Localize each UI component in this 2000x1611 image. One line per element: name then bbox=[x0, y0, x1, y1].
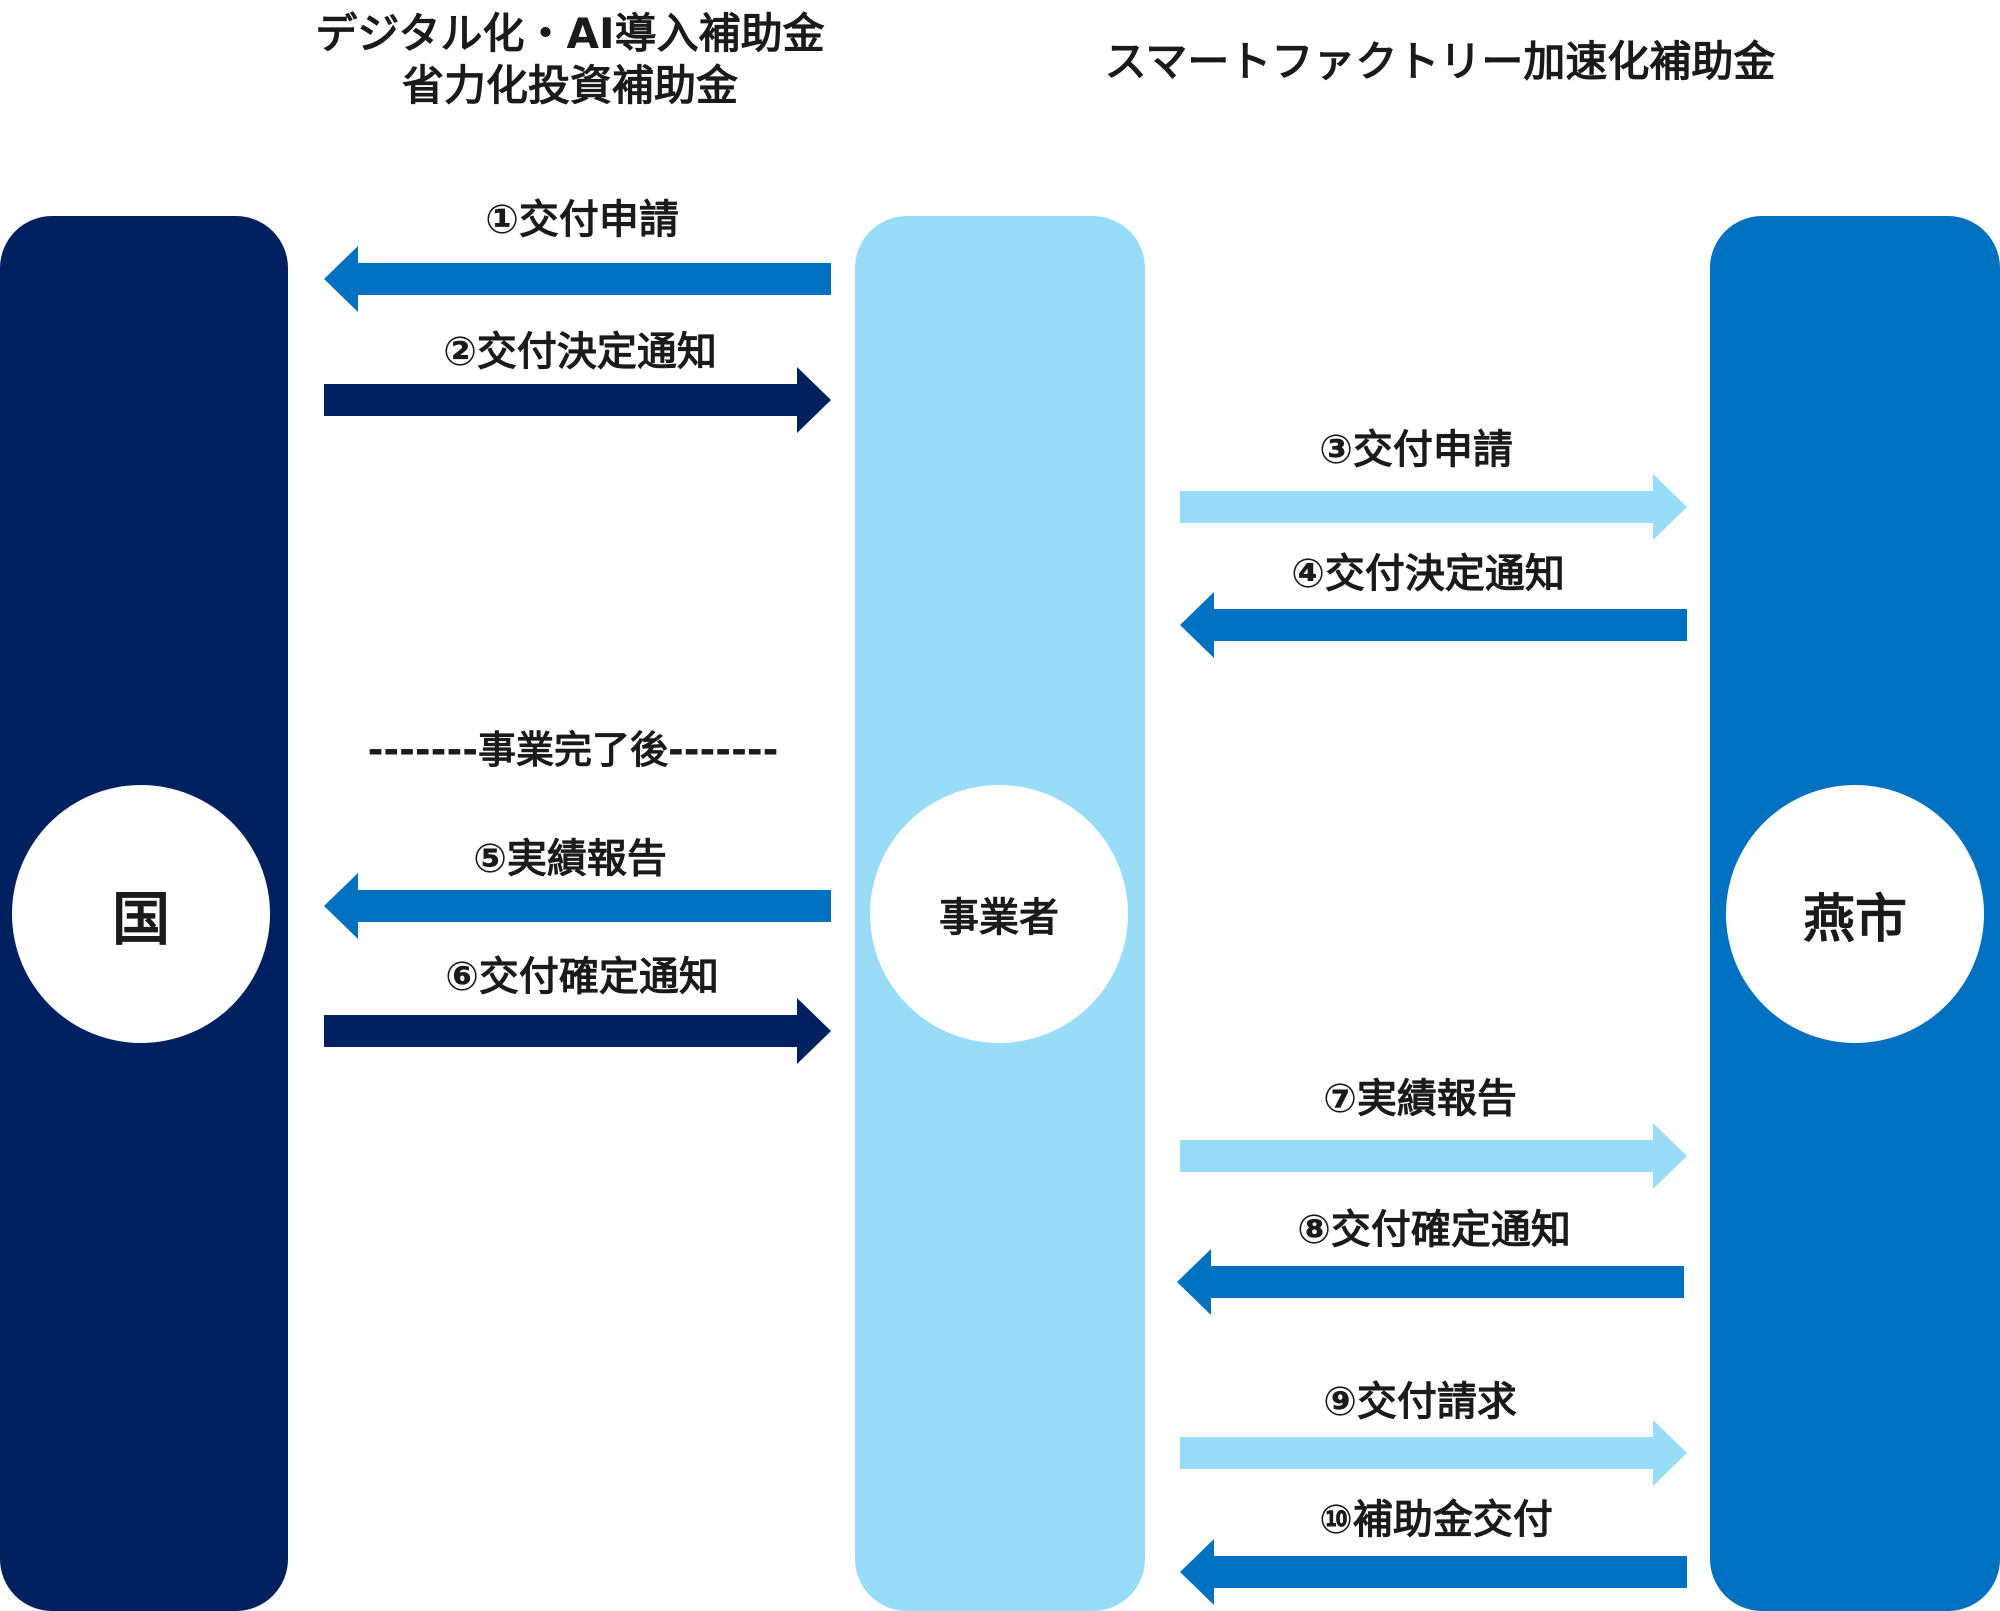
step-4-arrow bbox=[1180, 592, 1687, 658]
arrow-shape bbox=[1180, 1420, 1687, 1486]
step-5-arrow bbox=[324, 873, 831, 939]
left-heading: デジタル化・AI導入補助金 省力化投資補助金 bbox=[300, 8, 840, 112]
business-label: 事業者 bbox=[939, 895, 1059, 941]
step-7-arrow bbox=[1180, 1123, 1687, 1189]
arrow-shape bbox=[324, 367, 831, 433]
country-label: 国 bbox=[111, 885, 170, 953]
arrow-shape bbox=[1177, 1249, 1684, 1315]
arrow-shape bbox=[1180, 592, 1687, 658]
country-circle: 国 bbox=[12, 785, 270, 1043]
step-9-label: ⑨交付請求 bbox=[1323, 1379, 1517, 1425]
arrow-shape bbox=[1180, 1539, 1687, 1605]
business-circle: 事業者 bbox=[870, 785, 1128, 1043]
city-label: 燕市 bbox=[1802, 889, 1907, 950]
arrow-shape bbox=[324, 873, 831, 939]
arrow-shape bbox=[1180, 474, 1687, 540]
step-1-arrow bbox=[324, 246, 831, 312]
project-completion-divider: -------事業完了後------- bbox=[367, 728, 779, 772]
step-6-arrow bbox=[324, 998, 831, 1064]
step-2-label: ②交付決定通知 bbox=[443, 329, 717, 375]
city-circle: 燕市 bbox=[1726, 785, 1984, 1043]
arrow-shape bbox=[1180, 1123, 1687, 1189]
step-7-label: ⑦実績報告 bbox=[1323, 1076, 1517, 1122]
step-1-label: ①交付申請 bbox=[485, 197, 679, 243]
step-6-label: ⑥交付確定通知 bbox=[445, 954, 719, 1000]
step-4-label: ④交付決定通知 bbox=[1291, 551, 1565, 597]
arrow-shape bbox=[324, 998, 831, 1064]
left-heading-line2: 省力化投資補助金 bbox=[401, 61, 738, 110]
arrow-shape bbox=[324, 246, 831, 312]
step-10-label: ⑩補助金交付 bbox=[1319, 1497, 1553, 1543]
step-8-label: ⑧交付確定通知 bbox=[1297, 1207, 1571, 1253]
step-8-arrow bbox=[1177, 1249, 1684, 1315]
step-5-label: ⑤実績報告 bbox=[473, 836, 667, 882]
step-3-arrow bbox=[1180, 474, 1687, 540]
step-9-arrow bbox=[1180, 1420, 1687, 1486]
step-2-arrow bbox=[324, 367, 831, 433]
left-heading-line1: デジタル化・AI導入補助金 bbox=[315, 9, 825, 58]
step-10-arrow bbox=[1180, 1539, 1687, 1605]
step-3-label: ③交付申請 bbox=[1319, 427, 1513, 473]
right-heading: スマートファクトリー加速化補助金 bbox=[1104, 37, 1776, 86]
